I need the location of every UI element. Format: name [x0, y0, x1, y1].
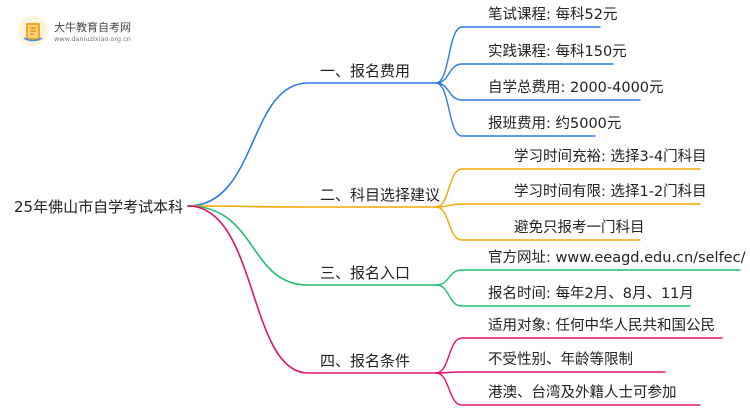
connector-leaf-1-1 [435, 26, 601, 84]
connector-leaf-3-1 [435, 269, 741, 286]
branch-topic-2[interactable]: 二、科目选择建议 [320, 186, 441, 204]
leaf-topic-1-3[interactable]: 自学总费用: 2000-4000元 [488, 80, 664, 96]
connector-leaf-3-2 [435, 284, 691, 307]
branch-topic-3[interactable]: 三、报名入口 [320, 264, 411, 282]
connector-branch-2 [187, 205, 437, 208]
leaf-topic-1-1[interactable]: 笔试课程: 每科52元 [488, 7, 618, 23]
branch-topic-1[interactable]: 一、报名费用 [320, 62, 411, 80]
connector-leaf-2-1 [435, 168, 701, 208]
book-icon [18, 16, 48, 46]
connector-leaf-1-2 [435, 63, 614, 84]
leaf-topic-4-3[interactable]: 港澳、台湾及外籍人士可参加 [488, 385, 677, 401]
connector-leaf-1-3 [435, 82, 641, 101]
logo-url: www.daniuzixiao.org.cn [54, 35, 131, 43]
leaf-topic-1-2[interactable]: 实践课程: 每科150元 [488, 44, 627, 60]
root-topic[interactable]: 25年佛山市自学考试本科 [14, 198, 184, 216]
site-logo[interactable]: 大牛教育自考网 www.daniuzixiao.org.cn [18, 14, 158, 48]
leaf-topic-2-1[interactable]: 学习时间充裕: 选择3-4门科目 [514, 149, 707, 165]
connector-leaf-4-1 [435, 337, 723, 374]
connector-leaf-2-3 [435, 206, 641, 241]
leaf-topic-1-4[interactable]: 报班费用: 约5000元 [488, 116, 622, 132]
leaf-topic-4-1[interactable]: 适用对象: 任何中华人民共和国公民 [488, 318, 715, 334]
connector-leaf-2-2 [435, 203, 701, 208]
leaf-topic-3-1[interactable]: 官方网址: www.eeagd.edu.cn/selfec/ [488, 250, 746, 266]
connector-leaf-4-3 [435, 372, 701, 406]
branch-topic-4[interactable]: 四、报名条件 [320, 352, 411, 370]
leaf-topic-4-2[interactable]: 不受性别、年龄等限制 [488, 352, 633, 368]
leaf-topic-2-2[interactable]: 学习时间有限: 选择1-2门科目 [514, 184, 707, 200]
connector-leaf-4-2 [435, 371, 666, 374]
leaf-topic-3-2[interactable]: 报名时间: 每年2月、8月、11月 [488, 286, 694, 302]
connector-branch-1 [187, 82, 437, 207]
connector-branch-3 [187, 205, 437, 286]
connector-branch-4 [187, 205, 437, 374]
logo-title: 大牛教育自考网 [54, 21, 131, 34]
connector-leaf-1-4 [435, 82, 596, 137]
leaf-topic-2-3[interactable]: 避免只报考一门科目 [514, 220, 645, 236]
